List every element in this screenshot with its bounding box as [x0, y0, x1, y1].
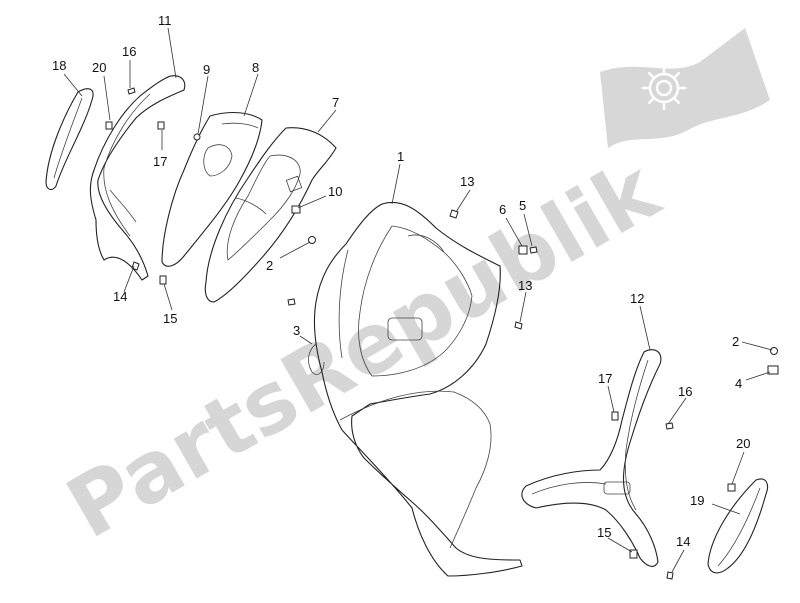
callout-14: 14	[676, 534, 690, 549]
callout-19: 19	[690, 493, 704, 508]
callout-3: 3	[293, 323, 300, 338]
callout-16: 16	[122, 44, 136, 59]
hardware	[105, 87, 779, 580]
callout-13: 13	[518, 278, 532, 293]
screw-9	[193, 133, 201, 141]
callout-20: 20	[92, 60, 106, 75]
callout-20: 20	[736, 436, 750, 451]
callout-14: 14	[113, 289, 127, 304]
part-18-side-trim	[45, 88, 94, 191]
screw-13-mid	[514, 321, 523, 330]
clip-20-right	[727, 483, 736, 492]
callout-16: 16	[678, 384, 692, 399]
watermark: PartsRepublik	[51, 28, 770, 557]
part-7-back-panel	[204, 127, 337, 303]
callout-4: 4	[735, 376, 742, 391]
screw-5	[529, 246, 538, 254]
screw-14-right	[666, 571, 674, 580]
callout-15: 15	[163, 311, 177, 326]
clip-15-right	[629, 549, 638, 559]
callout-17: 17	[598, 371, 612, 386]
part-19-right-trim	[707, 478, 769, 574]
callout-13: 13	[460, 174, 474, 189]
leader-lines	[63, 27, 773, 573]
part-11-shield-frame	[89, 75, 186, 281]
screw-14-left	[131, 261, 140, 271]
callout-18: 18	[52, 58, 66, 73]
part-1-front-shield	[313, 201, 523, 577]
callout-7: 7	[332, 95, 339, 110]
gear-icon	[642, 66, 686, 110]
clip-20-left	[105, 121, 113, 130]
part-8-inner-panel	[161, 111, 263, 267]
screw-3-left	[287, 298, 296, 306]
callout-12: 12	[630, 291, 644, 306]
callout-17: 17	[153, 154, 167, 169]
callout-11: 11	[158, 13, 172, 28]
clip-17-right	[611, 411, 619, 421]
callout-10: 10	[328, 184, 342, 199]
callout-5: 5	[519, 198, 526, 213]
nut-6	[518, 245, 528, 255]
callout-1: 1	[397, 149, 404, 164]
nut-10	[291, 205, 301, 214]
nut-4	[767, 365, 779, 375]
callout-2: 2	[732, 334, 739, 349]
callout-2: 2	[266, 258, 273, 273]
watermark-text: PartsRepublik	[51, 140, 676, 557]
clip-15-left	[159, 275, 167, 285]
screw-16-left	[127, 87, 136, 95]
screw-16-right	[665, 422, 674, 430]
part-12-right-frame	[521, 349, 662, 567]
callout-8: 8	[252, 60, 259, 75]
callout-15: 15	[597, 525, 611, 540]
clip-17-left	[157, 121, 165, 130]
callout-9: 9	[203, 62, 210, 77]
screw-2-left	[308, 236, 316, 244]
screw-2-right	[770, 347, 778, 355]
callout-6: 6	[499, 202, 506, 217]
callouts: 18 20 16 11 9 8 7 17 1 13 6 5 10 2 14 15…	[52, 13, 750, 549]
